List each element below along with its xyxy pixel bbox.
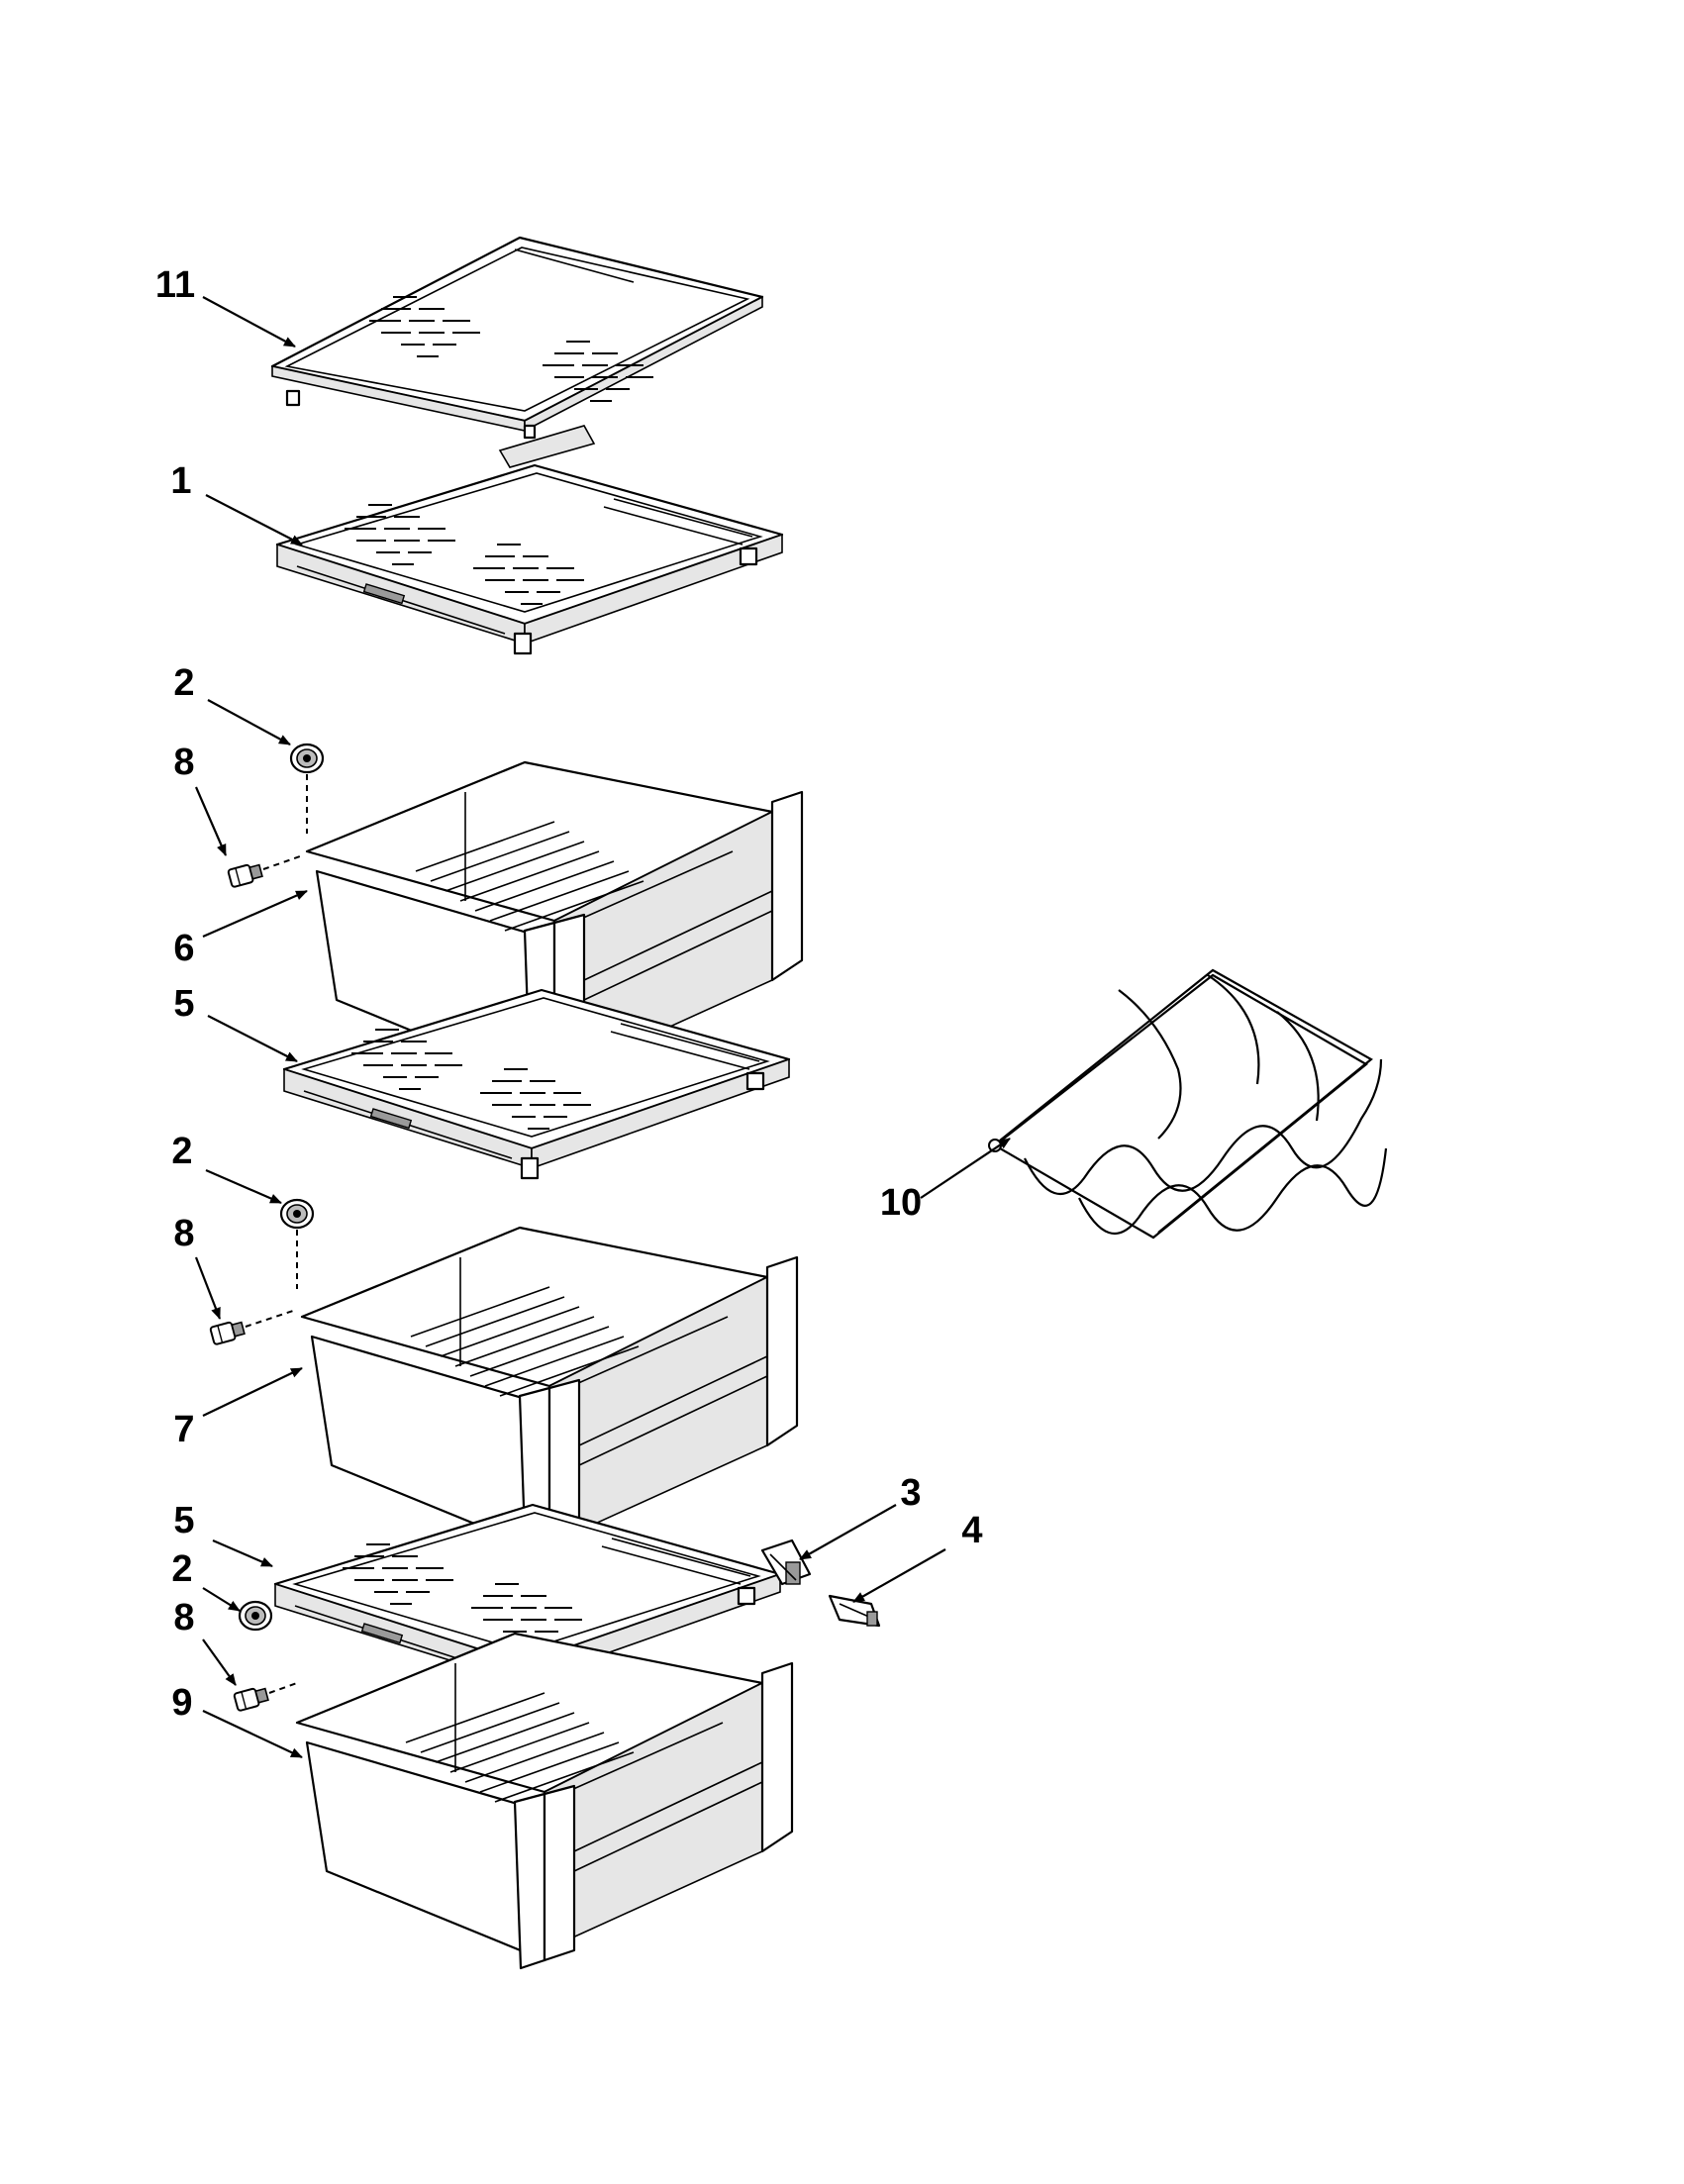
roller-icon — [289, 743, 325, 774]
callout-4: 4 — [961, 1510, 983, 1551]
callout-5: 5 — [173, 1500, 195, 1541]
callout-2: 2 — [173, 662, 195, 704]
drawer-stop-icon — [227, 860, 264, 889]
callout-2: 2 — [171, 1131, 193, 1172]
crisper-drawer-icon — [295, 1632, 794, 1970]
callout-2: 2 — [171, 1548, 193, 1590]
callout-8: 8 — [173, 742, 195, 783]
callout-5: 5 — [173, 983, 195, 1025]
callout-1: 1 — [170, 460, 192, 502]
roller-icon — [238, 1600, 273, 1632]
roller-icon — [279, 1198, 315, 1230]
drawer-stop-icon — [233, 1684, 270, 1713]
crisper-cover-icon — [277, 465, 782, 653]
callout-10: 10 — [879, 1182, 923, 1224]
callout-8: 8 — [173, 1213, 195, 1254]
callout-9: 9 — [171, 1682, 193, 1724]
callout-7: 7 — [173, 1409, 195, 1450]
glass-shelf-icon — [270, 236, 764, 468]
callout-6: 6 — [173, 928, 195, 969]
crisper-cover-icon — [284, 990, 789, 1178]
wine-rack-icon — [988, 968, 1388, 1240]
callout-8: 8 — [173, 1597, 195, 1638]
callout-11: 11 — [154, 264, 196, 306]
bracket-icon — [760, 1539, 812, 1586]
callout-3: 3 — [900, 1472, 922, 1514]
drawer-stop-icon — [209, 1318, 247, 1346]
